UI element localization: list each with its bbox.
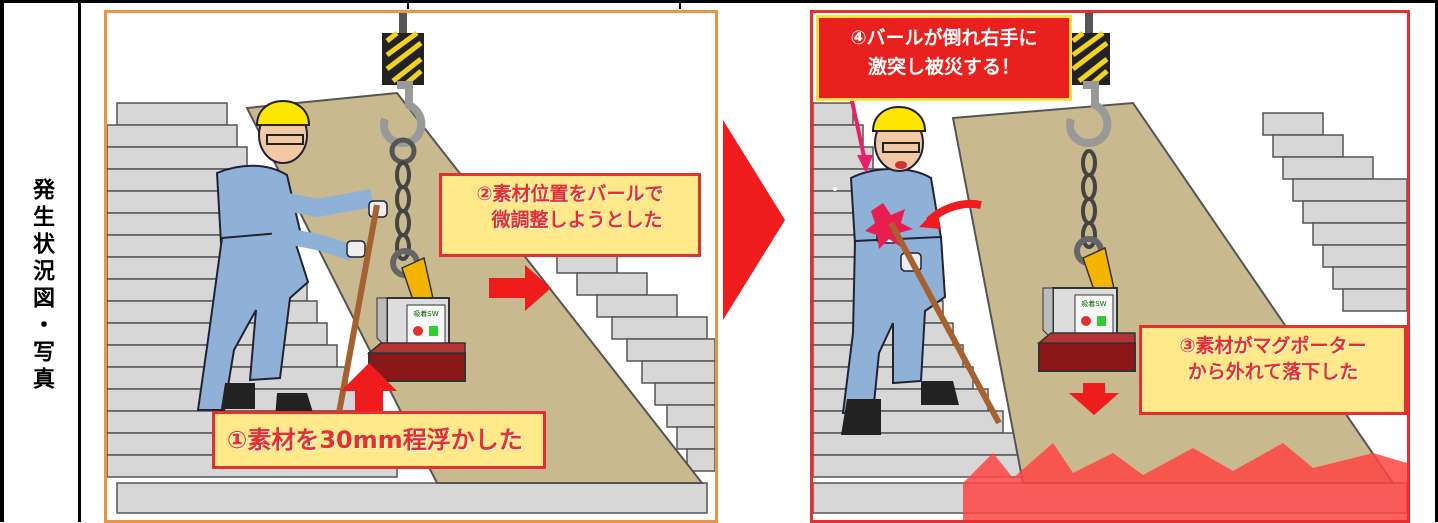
- arrow-right-icon: [489, 265, 551, 311]
- crane-hook-icon: [380, 13, 426, 165]
- header-cell-divider: [679, 0, 681, 9]
- callout-material-falls: ③素材がマグポーター から外れて落下した: [1139, 325, 1407, 415]
- transition-arrow-icon: [723, 120, 785, 320]
- table-border-right: [1435, 0, 1438, 522]
- callout-2-line1: ②素材位置をバールで: [476, 183, 664, 205]
- illustration-panel-after: 吸着SW: [810, 10, 1410, 523]
- chain: [390, 161, 420, 278]
- arrow-up-icon: [341, 363, 397, 413]
- column-divider: [78, 0, 81, 522]
- table-border-left: [0, 0, 4, 522]
- crowbar-icon: [888, 221, 1002, 425]
- row-label: 発生状況図・写真: [29, 178, 54, 394]
- magnet-switch-label: 吸着SW: [1081, 299, 1106, 308]
- arrow-down-icon: [1069, 383, 1119, 415]
- magnet-switch-label: 吸着SW: [413, 309, 438, 318]
- callout-3-line1: ③素材がマグポーター: [1179, 335, 1367, 357]
- callout-2-line2: 微調整しようとした: [491, 208, 663, 231]
- impact-burst-icon: [865, 203, 913, 249]
- crane-hook-icon: [1066, 13, 1112, 148]
- scene-before-illustration: 吸着SW: [107, 13, 715, 514]
- callout-adjust-with-bar: ②素材位置をバールで 微調整しようとした: [439, 173, 701, 257]
- magnet-lifter-icon: 吸着SW: [1036, 246, 1136, 372]
- table-border-top: [0, 0, 1438, 3]
- callout-bar-hits-hand: ④バールが倒れ右手に 激突し被災する！: [816, 15, 1072, 101]
- row-label-cell: 発生状況図・写真: [4, 0, 78, 522]
- header-cell-divider: [407, 0, 409, 9]
- staircase-right: [1262, 112, 1407, 312]
- callout-1-text: ①素材を30mm程浮かした: [227, 426, 523, 454]
- illustration-panel-before: 吸着SW: [104, 10, 718, 523]
- worker-icon: [196, 100, 388, 419]
- impact-burst-icon: [963, 443, 1407, 520]
- magnet-lifter-icon: 吸着SW: [366, 256, 466, 382]
- callout-3-line2: から外れて落下した: [1187, 360, 1359, 383]
- crowbar-icon: [336, 204, 380, 414]
- callout-lift-30mm: ①素材を30mm程浮かした: [212, 411, 546, 469]
- callout-4-line2: 激突し被災する！: [867, 55, 1020, 78]
- callout-4-line1: ④バールが倒れ右手に: [850, 27, 1038, 49]
- staircase-right: [556, 252, 715, 472]
